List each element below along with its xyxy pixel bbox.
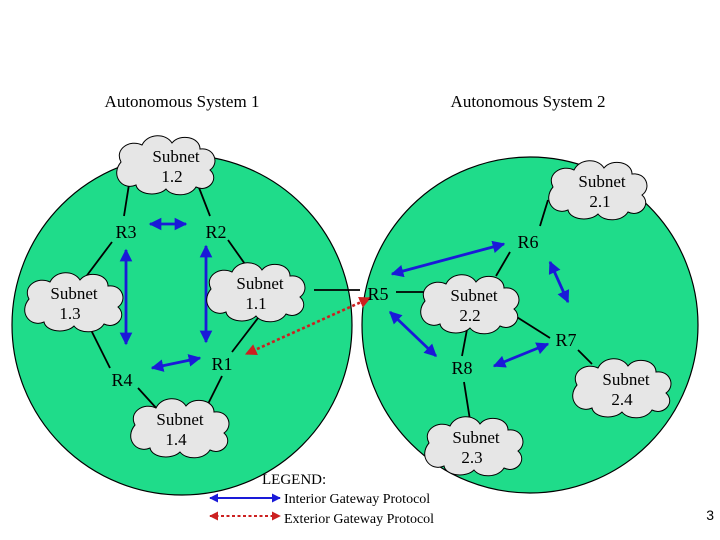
legend-title: LEGEND: bbox=[262, 472, 326, 488]
router-labels: R3 R2 R1 R4 R5 R6 R7 R8 bbox=[111, 222, 576, 390]
router-r8: R8 bbox=[451, 358, 472, 378]
subnet-cloud-1-3: Subnet 1.3 bbox=[24, 272, 124, 333]
router-r6: R6 bbox=[517, 232, 538, 252]
router-r7: R7 bbox=[555, 330, 576, 350]
subnet-cloud-2-2: Subnet 2.2 bbox=[420, 274, 520, 335]
subnet-1-4-label: Subnet bbox=[156, 410, 204, 429]
interior-protocol-arrows bbox=[119, 217, 570, 372]
subnet-1-1-label: Subnet bbox=[236, 274, 284, 293]
subnet-cloud-2-3: Subnet 2.3 bbox=[424, 416, 524, 477]
subnet-clouds: Subnet 1.2 Subnet 1.1 Subnet 1.3 Subnet … bbox=[24, 135, 672, 477]
legend: LEGEND: Interior Gateway Protocol Exteri… bbox=[209, 472, 434, 527]
igp-arrow-r5-r8 bbox=[389, 310, 437, 358]
router-r2: R2 bbox=[205, 222, 226, 242]
subnet-cloud-2-4: Subnet 2.4 bbox=[572, 358, 672, 419]
as2-title: Autonomous System 2 bbox=[451, 92, 606, 111]
subnet-cloud-2-1: Subnet 2.1 bbox=[548, 160, 648, 221]
router-r4: R4 bbox=[111, 370, 132, 390]
subnet-1-2-number: 1.2 bbox=[161, 167, 182, 186]
subnet-2-3-label: Subnet bbox=[452, 428, 500, 447]
link-r7-s24 bbox=[577, 349, 593, 365]
egp-arrow-r1-r5 bbox=[244, 296, 372, 356]
subnet-2-1-number: 2.1 bbox=[589, 192, 610, 211]
subnet-2-4-number: 2.4 bbox=[611, 390, 633, 409]
page-number: 3 bbox=[706, 507, 714, 523]
subnet-2-2-number: 2.2 bbox=[459, 306, 480, 325]
subnet-cloud-1-1: Subnet 1.1 bbox=[206, 262, 306, 323]
subnet-2-4-label: Subnet bbox=[602, 370, 650, 389]
link-s22-r7 bbox=[511, 313, 551, 339]
subnet-1-1-number: 1.1 bbox=[245, 294, 266, 313]
router-r3: R3 bbox=[115, 222, 136, 242]
legend-interior-label: Interior Gateway Protocol bbox=[284, 492, 430, 507]
igp-arrow-r5-r6 bbox=[390, 240, 506, 278]
subnet-1-4-number: 1.4 bbox=[165, 430, 187, 449]
subnet-2-2-label: Subnet bbox=[450, 286, 498, 305]
igp-arrow-r8-r7 bbox=[492, 342, 550, 368]
subnet-cloud-1-4: Subnet 1.4 bbox=[130, 398, 230, 459]
igp-arrow-r4-r1 bbox=[150, 354, 202, 372]
router-r1: R1 bbox=[211, 354, 232, 374]
subnet-1-3-label: Subnet bbox=[50, 284, 98, 303]
link-r4-s14 bbox=[137, 387, 159, 411]
subnet-cloud-1-2: Subnet 1.2 bbox=[116, 135, 216, 196]
subnet-1-2-label: Subnet bbox=[152, 147, 200, 166]
router-r5: R5 bbox=[367, 284, 388, 304]
link-s21-r6 bbox=[539, 199, 549, 227]
link-r8-s23 bbox=[463, 381, 471, 421]
igp-arrow-r6-r7 bbox=[548, 260, 570, 304]
as1-title: Autonomous System 1 bbox=[105, 92, 260, 111]
legend-exterior-label: Exterior Gateway Protocol bbox=[284, 512, 434, 527]
subnet-2-3-number: 2.3 bbox=[461, 448, 482, 467]
subnet-1-3-number: 1.3 bbox=[59, 304, 80, 323]
subnet-2-1-label: Subnet bbox=[578, 172, 626, 191]
